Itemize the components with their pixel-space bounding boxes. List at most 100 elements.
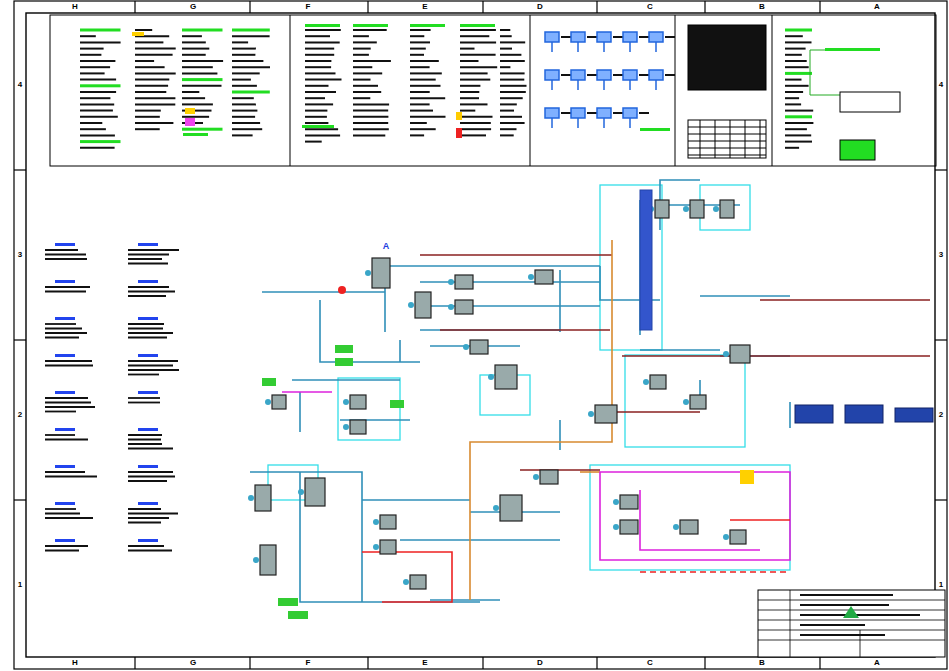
valve-symbol — [723, 534, 729, 540]
equipment-symbol — [597, 70, 611, 80]
legend-entry — [353, 122, 388, 124]
tag-description — [128, 508, 161, 510]
legend-entry — [135, 110, 161, 112]
tag-description — [45, 332, 87, 334]
tag-description — [128, 439, 161, 441]
legend-entry — [232, 54, 255, 56]
tag-description — [128, 402, 160, 404]
process-line — [730, 519, 790, 521]
equipment-symbol — [595, 405, 617, 423]
legend-entry — [80, 54, 101, 56]
legend-entry — [785, 110, 813, 112]
legend-entry — [353, 85, 378, 87]
symbol-stem — [655, 42, 657, 52]
legend-entry — [460, 60, 479, 62]
process-line — [622, 355, 930, 357]
legend-entry — [135, 41, 163, 43]
symbol-stem — [577, 80, 579, 90]
tag-description — [128, 476, 175, 478]
tag-description — [45, 258, 87, 260]
legend-entry — [410, 122, 427, 124]
tag-description — [128, 258, 162, 260]
legend-entry — [232, 110, 257, 112]
legend-entry — [460, 110, 475, 112]
symbol-stem — [603, 80, 605, 90]
legend-swatch — [132, 32, 144, 36]
symbol-note — [587, 74, 597, 76]
legend-entry — [305, 122, 328, 124]
legend-entry — [460, 41, 496, 43]
legend-entry — [353, 97, 370, 99]
grid-tick — [935, 339, 947, 340]
legend-entry — [80, 116, 118, 118]
grid-reference: H — [72, 3, 78, 11]
tag-description — [45, 249, 78, 251]
tag-description — [45, 471, 85, 473]
legend-entry — [80, 66, 110, 68]
grid-tick — [14, 169, 26, 170]
legend-entry — [305, 97, 325, 99]
legend-entry — [232, 66, 270, 68]
grid-reference: F — [306, 659, 311, 667]
valve-symbol — [683, 206, 689, 212]
legend-entry — [460, 72, 488, 74]
valve-symbol — [448, 279, 454, 285]
legend-entry — [80, 79, 116, 81]
legend-entry — [460, 97, 479, 99]
legend-entry — [232, 122, 260, 124]
legend-entry — [182, 85, 222, 87]
tag-heading — [138, 317, 158, 320]
legend-entry — [410, 128, 436, 130]
symbol-stem — [603, 118, 605, 128]
panel-divider — [290, 15, 291, 166]
stream-tag — [335, 358, 353, 366]
legend-entry — [353, 72, 382, 74]
grid-reference: D — [537, 3, 543, 11]
grid-tick — [596, 657, 597, 669]
legend-entry — [500, 66, 510, 68]
valve-symbol — [248, 495, 254, 501]
valve-symbol — [403, 579, 409, 585]
tag-heading — [55, 243, 75, 246]
tag-description — [128, 328, 163, 330]
legend-heading-bar — [305, 24, 340, 27]
equipment-symbol — [597, 108, 611, 118]
legend-heading-bar — [460, 24, 495, 27]
legend-entry — [232, 103, 256, 105]
grid-reference: 2 — [18, 411, 22, 419]
legend-entry — [500, 110, 514, 112]
process-line — [789, 402, 791, 428]
process-line — [559, 420, 561, 450]
valve-symbol — [463, 344, 469, 350]
legend-entry — [410, 54, 424, 56]
tag-description — [45, 434, 75, 436]
grid-tick — [14, 339, 26, 340]
table-rule — [730, 120, 731, 158]
grid-tick — [14, 499, 26, 500]
process-line — [300, 472, 480, 602]
stream-tag — [262, 378, 276, 386]
grid-tick — [482, 657, 483, 669]
equipment-symbol — [410, 575, 426, 589]
legend-entry — [410, 103, 430, 105]
valve-symbol — [613, 499, 619, 505]
equipment-symbol — [650, 375, 666, 389]
grid-reference: 4 — [18, 81, 22, 89]
stream-tag — [278, 598, 298, 606]
process-line — [440, 329, 610, 331]
legend-entry — [305, 54, 334, 56]
legend-entry — [232, 128, 262, 130]
legend-heading-bar — [640, 128, 670, 131]
grid-tick — [367, 1, 368, 13]
legend-entry — [305, 60, 331, 62]
tag-description — [45, 508, 76, 510]
note-box — [840, 140, 875, 160]
tag-description — [45, 291, 86, 293]
tag-heading — [55, 354, 75, 357]
process-line — [640, 349, 720, 351]
legend-entry — [182, 41, 206, 43]
area-outline — [338, 378, 400, 440]
tag-description — [128, 471, 173, 473]
grid-reference: B — [759, 659, 765, 667]
legend-entry — [460, 54, 496, 56]
